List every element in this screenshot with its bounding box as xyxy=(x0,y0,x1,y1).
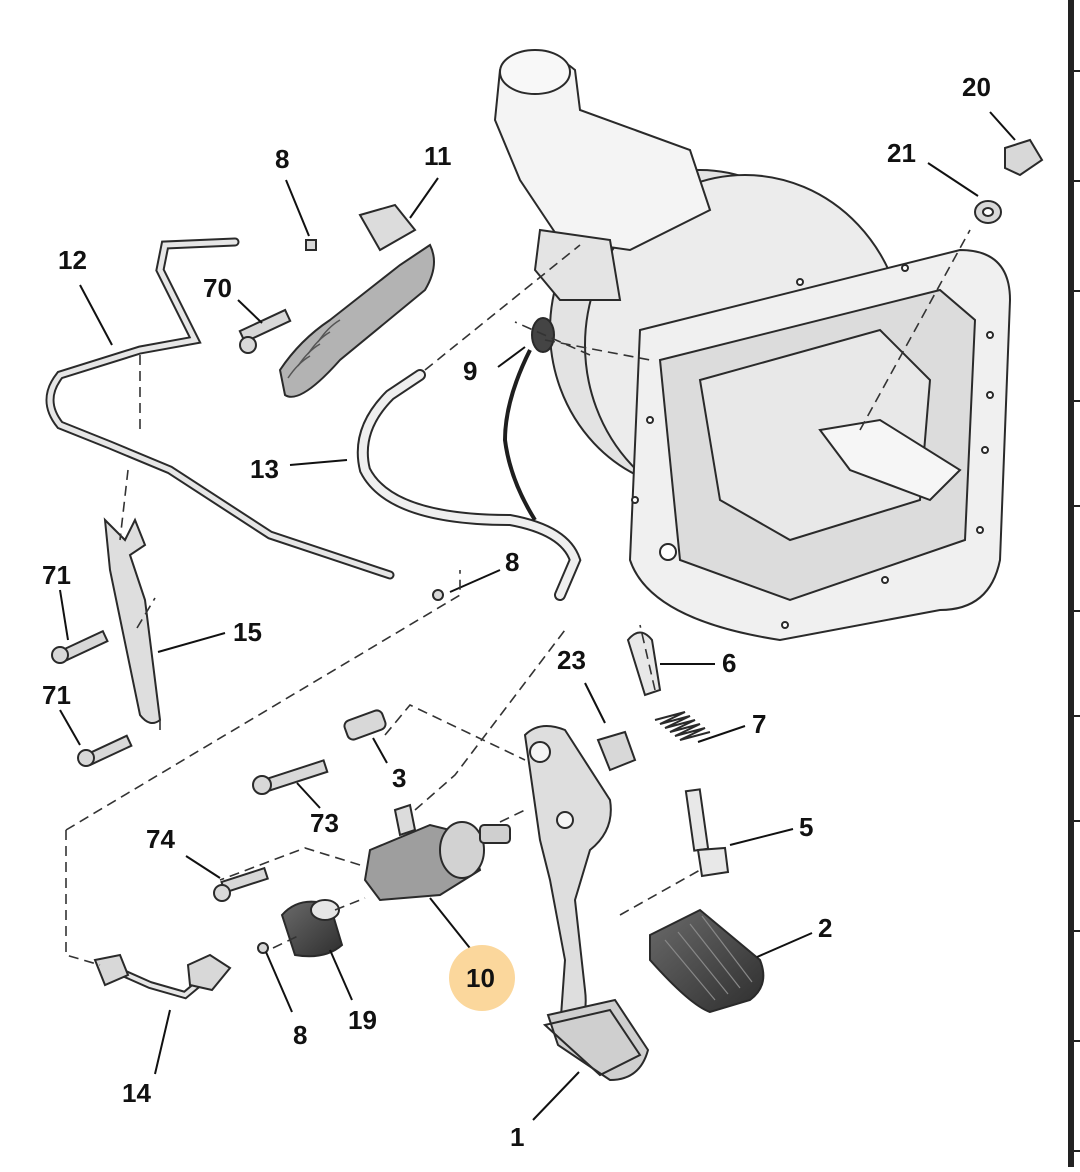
callout-1[interactable]: 1 xyxy=(510,1122,525,1152)
callout-14[interactable]: 14 xyxy=(122,1078,151,1108)
callout-2[interactable]: 2 xyxy=(818,913,833,943)
frame-tick xyxy=(1070,820,1080,822)
fasteners xyxy=(51,138,1044,992)
dash-lines xyxy=(65,229,971,966)
callout-71-upper[interactable]: 71 xyxy=(42,560,71,590)
pipe-support-bracket xyxy=(103,517,162,725)
connector-14 xyxy=(93,953,232,992)
frame-tick xyxy=(1070,1150,1080,1152)
clutch-master-cylinder xyxy=(363,803,511,902)
frame-tick xyxy=(1070,505,1080,507)
sensor-20 xyxy=(1004,138,1044,177)
frame-tick xyxy=(1070,70,1080,72)
highlight-marker xyxy=(449,945,515,1011)
clutch-slave-cylinder xyxy=(278,203,435,398)
callout-70[interactable]: 70 xyxy=(203,273,232,303)
callout-12[interactable]: 12 xyxy=(58,245,87,275)
dust-boot xyxy=(280,899,344,958)
reservoir-hose-13 xyxy=(356,369,582,601)
return-spring xyxy=(626,631,730,878)
seal-21 xyxy=(974,200,1002,224)
callout-23[interactable]: 23 xyxy=(557,645,586,675)
callout-10[interactable]: 10 xyxy=(466,963,495,993)
clip-8 xyxy=(257,239,444,954)
frame-tick xyxy=(1070,180,1080,182)
callout-8-top[interactable]: 8 xyxy=(275,144,290,174)
frame-tick xyxy=(1070,610,1080,612)
callout-21[interactable]: 21 xyxy=(887,138,916,168)
callout-74[interactable]: 74 xyxy=(146,824,175,854)
callout-5[interactable]: 5 xyxy=(799,812,814,842)
callout-8-bottom[interactable]: 8 xyxy=(293,1020,308,1050)
callout-7[interactable]: 7 xyxy=(752,709,767,739)
callout-19[interactable]: 19 xyxy=(348,1005,377,1035)
spacer-3 xyxy=(343,709,387,741)
brake-pedal-pad xyxy=(649,908,765,1014)
callout-20[interactable]: 20 xyxy=(962,72,991,102)
frame-tick xyxy=(1070,1040,1080,1042)
callout-71-lower[interactable]: 71 xyxy=(42,680,71,710)
callout-6[interactable]: 6 xyxy=(722,648,737,678)
bolt-71-upper xyxy=(51,629,109,664)
switch-23 xyxy=(596,730,637,772)
callout-9[interactable]: 9 xyxy=(463,356,478,386)
clutch-pedal xyxy=(523,725,650,1082)
leader-lines xyxy=(59,111,1016,1121)
callout-11[interactable]: 11 xyxy=(424,141,452,171)
bolt-73 xyxy=(252,759,329,795)
frame-tick xyxy=(1070,400,1080,402)
bolt-74 xyxy=(213,866,269,902)
frame-tick xyxy=(1070,715,1080,717)
frame-tick xyxy=(1070,930,1080,932)
frame-edge xyxy=(1068,0,1074,1167)
callout-13[interactable]: 13 xyxy=(250,454,279,484)
callout-3[interactable]: 3 xyxy=(392,763,407,793)
callout-8-middle[interactable]: 8 xyxy=(505,547,520,577)
bolt-70 xyxy=(238,308,292,354)
brake-booster-assembly xyxy=(493,49,1012,642)
frame-tick xyxy=(1070,290,1080,292)
vacuum-hose-9 xyxy=(502,349,537,522)
bolt-71-lower xyxy=(77,734,133,767)
callout-15[interactable]: 15 xyxy=(233,617,262,647)
callout-73[interactable]: 73 xyxy=(310,808,339,838)
